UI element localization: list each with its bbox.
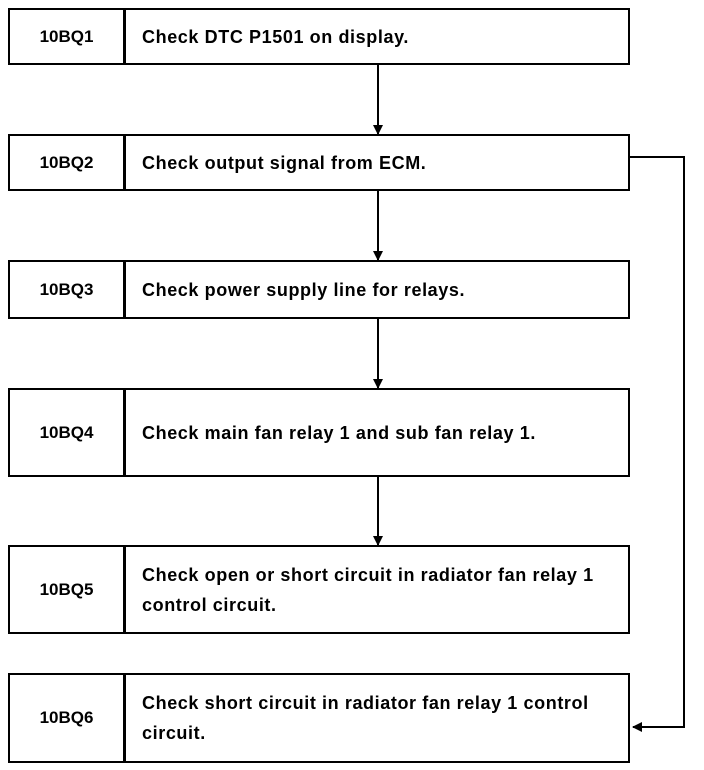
step-10bq2: 10BQ2 Check output signal from ECM. [8, 134, 630, 191]
step-id: 10BQ2 [10, 136, 126, 189]
arrow-step2-to-step6 [630, 156, 685, 732]
step-10bq1: 10BQ1 Check DTC P1501 on display. [8, 8, 630, 65]
step-id: 10BQ3 [10, 262, 126, 317]
step-10bq4: 10BQ4 Check main fan relay 1 and sub fan… [8, 388, 630, 477]
step-10bq3: 10BQ3 Check power supply line for relays… [8, 260, 630, 319]
step-id: 10BQ5 [10, 547, 126, 632]
step-id: 10BQ4 [10, 390, 126, 475]
step-id: 10BQ1 [10, 10, 126, 63]
step-description: Check main fan relay 1 and sub fan relay… [142, 422, 536, 443]
step-description: Check short circuit in radiator fan rela… [142, 693, 589, 743]
step-description: Check power supply line for relays. [142, 279, 466, 300]
step-description: Check output signal from ECM. [142, 152, 427, 173]
step-10bq6: 10BQ6 Check short circuit in radiator fa… [8, 673, 630, 763]
step-description: Check DTC P1501 on display. [142, 26, 409, 47]
step-description: Check open or short circuit in radiator … [142, 564, 594, 615]
step-10bq5: 10BQ5 Check open or short circuit in rad… [8, 545, 630, 634]
step-id: 10BQ6 [10, 675, 126, 761]
